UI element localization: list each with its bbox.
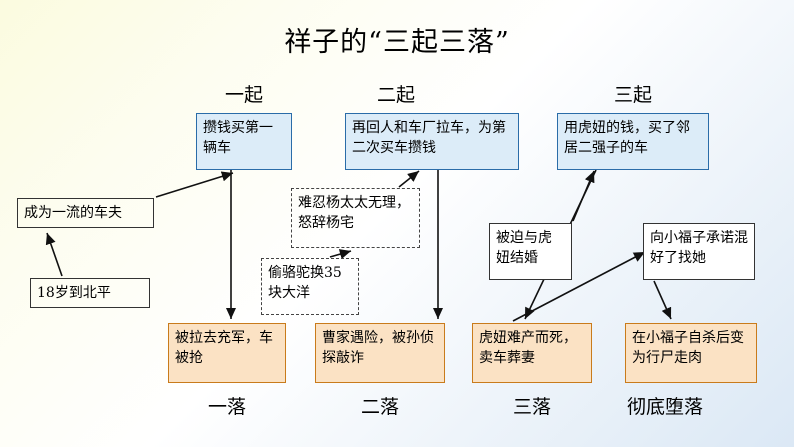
- stage-label-bottom-4: 彻底堕落: [626, 396, 703, 418]
- arrow-18-to-first-class: [45, 232, 63, 277]
- arrow-steal-to-back: [329, 249, 352, 259]
- box-huniu-dies[interactable]: 虎妞难产而死，卖车葬妻: [472, 323, 592, 383]
- box-steal-camels[interactable]: 偷骆驼换35块大洋: [261, 258, 359, 315]
- stage-label-top-1: 一起: [224, 84, 263, 106]
- arrow-first-class-to-save: [155, 171, 234, 198]
- stage-label-bottom-3: 三落: [512, 396, 551, 418]
- box-buy-with-huniu-money[interactable]: 用虎妞的钱，买了邻居二强子的车: [557, 113, 709, 170]
- box-walking-corpse[interactable]: 在小福子自杀后变为行尸走肉: [625, 323, 757, 383]
- box-hard-to-bear-yang[interactable]: 难忍杨太太无理，怒辞杨宅: [291, 188, 420, 248]
- stage-label-bottom-2: 二落: [360, 396, 399, 418]
- arrow-yang-to-back: [398, 170, 420, 188]
- stage-label-top-3: 三起: [613, 84, 652, 106]
- box-back-to-renhe[interactable]: 再回人和车厂拉车，为第二次买车攒钱: [345, 113, 519, 170]
- box-18-to-beiping[interactable]: 18岁到北平: [30, 278, 150, 308]
- box-first-class-driver[interactable]: 成为一流的车夫: [17, 198, 154, 228]
- stage-label-bottom-1: 一落: [207, 396, 246, 418]
- box-save-buy-first-cart[interactable]: 攒钱买第一辆车: [196, 113, 292, 170]
- stage-label-top-2: 二起: [376, 84, 415, 106]
- page-title: 祥子的“三起三落”: [284, 27, 510, 58]
- box-forced-marry-huniu[interactable]: 被迫与虎妞结婚: [489, 223, 572, 280]
- box-pulled-to-army[interactable]: 被拉去充军，车被抢: [168, 323, 286, 383]
- arrow-huniu-to-buy: [572, 170, 595, 222]
- arrow-promise-to-corpse: [653, 280, 672, 320]
- box-promise-xiaofuzi[interactable]: 向小福子承诺混好了找她: [643, 223, 755, 280]
- box-caoxian-robbed[interactable]: 曹家遇险，被孙侦探敲诈: [315, 323, 445, 383]
